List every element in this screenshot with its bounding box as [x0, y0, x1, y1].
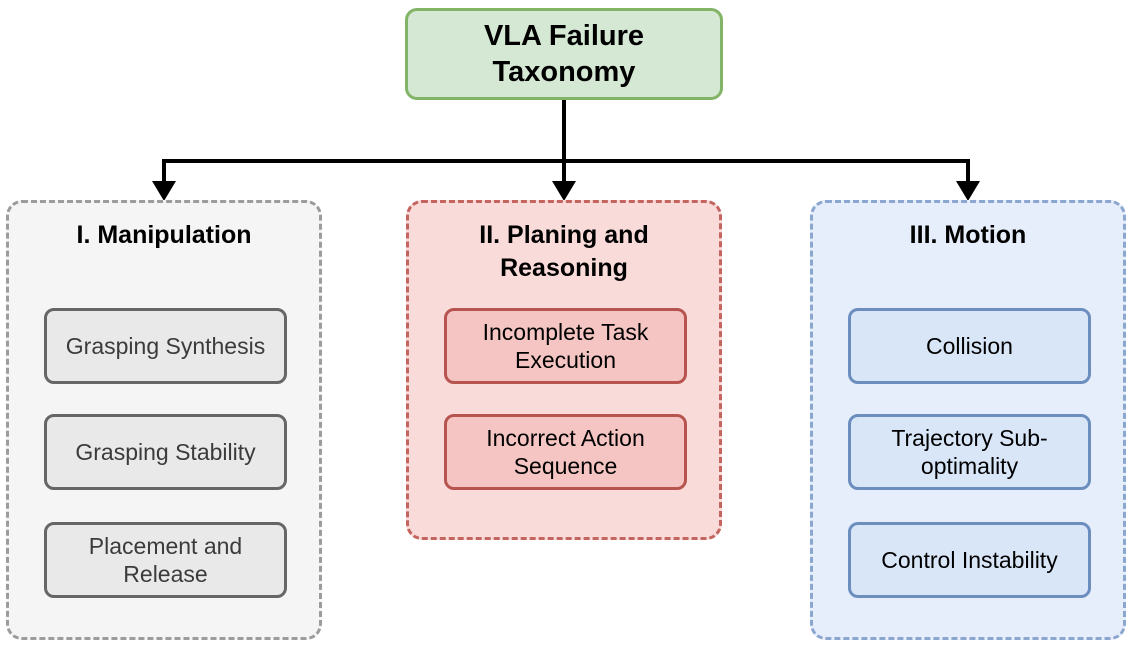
- category-container-planning-reasoning: II. Planing and Reasoning Incomplete Tas…: [406, 200, 722, 540]
- leaf-node: Incomplete Task Execution: [444, 308, 687, 384]
- leaf-node: Incorrect Action Sequence: [444, 414, 687, 490]
- category-title: III. Motion: [909, 221, 1027, 249]
- arrow-down-icon: [956, 181, 980, 201]
- leaf-node: Grasping Synthesis: [44, 308, 287, 384]
- category-container-motion: III. Motion Collision Trajectory Sub-opt…: [810, 200, 1126, 640]
- arrow-down-icon: [152, 181, 176, 201]
- connector-drop-left: [162, 159, 166, 184]
- leaf-node: Placement and Release: [44, 522, 287, 598]
- root-node: VLA Failure Taxonomy: [405, 8, 723, 100]
- category-title: I. Manipulation: [76, 221, 252, 249]
- connector-stem-middle: [562, 100, 566, 184]
- connector-horizontal-line: [162, 159, 970, 163]
- category-container-manipulation: I. Manipulation Grasping Synthesis Grasp…: [6, 200, 322, 640]
- leaf-node: Trajectory Sub-optimality: [848, 414, 1091, 490]
- leaf-node: Collision: [848, 308, 1091, 384]
- leaf-node: Control Instability: [848, 522, 1091, 598]
- arrow-down-icon: [552, 181, 576, 201]
- connector-drop-right: [966, 159, 970, 184]
- leaf-node: Grasping Stability: [44, 414, 287, 490]
- category-title: II. Planing and Reasoning: [479, 221, 649, 282]
